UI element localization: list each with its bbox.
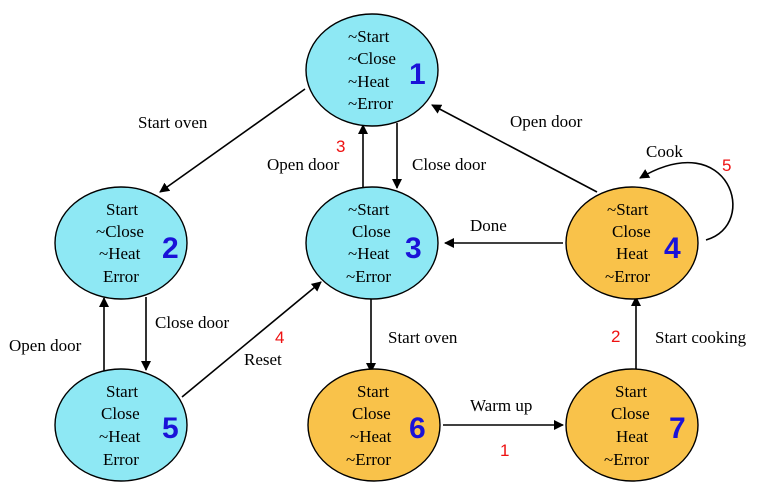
- state-line: ~Heat: [99, 427, 141, 446]
- state-line: ~Error: [348, 94, 393, 113]
- state-line: Close: [352, 404, 391, 423]
- edge-label-6-to-7: Warm up: [470, 396, 532, 415]
- edge-5-to-3: [181, 281, 322, 398]
- marker-number: 4: [275, 328, 284, 347]
- state-line: Close: [612, 222, 651, 241]
- edge-1-to-2: [159, 88, 306, 193]
- state-line: Close: [352, 222, 391, 241]
- state-number: 7: [669, 412, 686, 445]
- state-node-3: ~Start Close ~Heat ~Error 3: [305, 186, 439, 300]
- state-line: ~Start: [607, 200, 649, 219]
- state-line: Error: [103, 450, 139, 469]
- state-line: Heat: [616, 427, 648, 446]
- edge-label-4-self: Cook: [646, 142, 683, 161]
- state-node-4: ~Start Close Heat ~Error 4: [565, 186, 699, 300]
- edge-label-4-to-1: Open door: [510, 112, 583, 131]
- marker-number: 5: [722, 156, 731, 175]
- state-node-5: Start Close ~Heat Error 5: [54, 368, 188, 482]
- state-line: ~Error: [604, 450, 649, 469]
- marker-number: 1: [500, 441, 509, 460]
- state-line: Start: [106, 200, 138, 219]
- state-line: ~Close: [96, 222, 144, 241]
- state-number: 5: [162, 412, 179, 445]
- edge-label-4-to-3: Done: [470, 216, 507, 235]
- state-line: ~Start: [348, 200, 390, 219]
- state-line: ~Error: [346, 267, 391, 286]
- state-node-2: Start ~Close ~Heat Error 2: [54, 186, 188, 300]
- state-line: Error: [103, 267, 139, 286]
- state-number: 4: [664, 232, 681, 265]
- state-line: ~Heat: [350, 427, 392, 446]
- edge-label-2-to-5: Close door: [155, 313, 229, 332]
- state-line: Start: [357, 382, 389, 401]
- state-line: ~Error: [346, 450, 391, 469]
- marker-number: 3: [336, 137, 345, 156]
- edge-4-self-loop: [639, 162, 734, 241]
- edge-label-3-to-6: Start oven: [388, 328, 458, 347]
- state-line: Start: [615, 382, 647, 401]
- edge-label-3-to-1: Open door: [267, 155, 340, 174]
- state-number: 2: [162, 232, 179, 265]
- edge-label-5-to-3: Reset: [244, 350, 282, 369]
- state-node-7: Start Close Heat ~Error 7: [565, 368, 699, 482]
- edge-label-5-to-2: Open door: [9, 336, 82, 355]
- state-line: Close: [611, 404, 650, 423]
- state-number: 1: [409, 58, 426, 91]
- marker-number: 2: [611, 327, 620, 346]
- state-line: ~Heat: [348, 244, 390, 263]
- state-line: Close: [101, 404, 140, 423]
- state-number: 3: [405, 232, 422, 265]
- edge-label-1-to-2: Start oven: [138, 113, 208, 132]
- state-line: ~Error: [605, 267, 650, 286]
- state-node-6: Start Close ~Heat ~Error 6: [307, 368, 441, 482]
- state-line: ~Close: [348, 49, 396, 68]
- state-line: Heat: [616, 244, 648, 263]
- edge-label-1-to-3: Close door: [412, 155, 486, 174]
- state-line: ~Heat: [348, 72, 390, 91]
- state-line: ~Start: [348, 27, 390, 46]
- state-node-1: ~Start ~Close ~Heat ~Error 1: [305, 13, 439, 127]
- state-number: 6: [409, 412, 426, 445]
- state-line: Start: [106, 382, 138, 401]
- edge-label-7-to-4: Start cooking: [655, 328, 747, 347]
- edge-4-to-1: [431, 104, 598, 193]
- state-line: ~Heat: [99, 244, 141, 263]
